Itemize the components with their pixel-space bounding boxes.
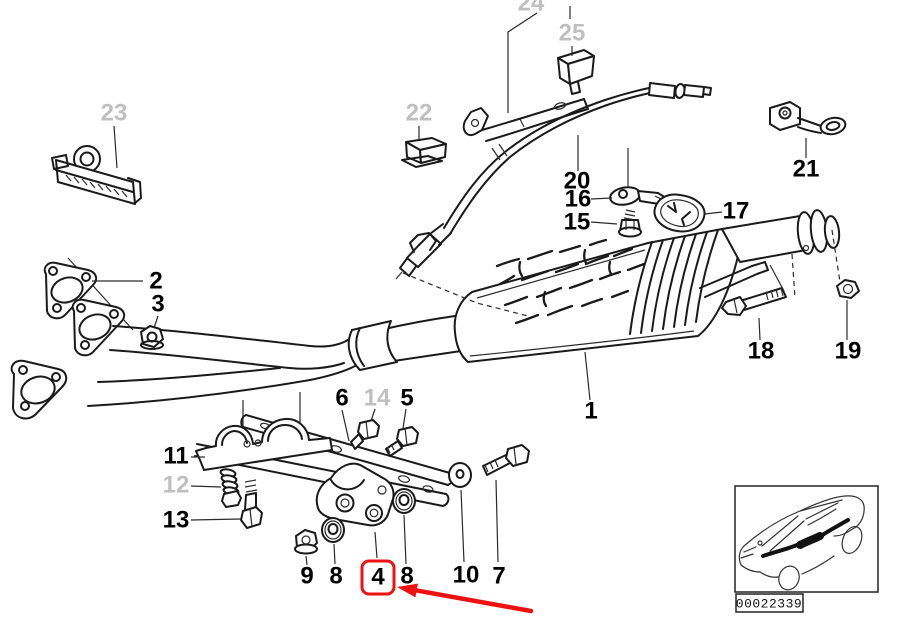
part-7-bolt-drawing xyxy=(482,444,530,476)
highlighted-exhaust-path xyxy=(761,518,850,558)
part-label-8a: 8 xyxy=(329,562,342,589)
part-label-25: 25 xyxy=(559,19,586,46)
part-12-screw-drawing xyxy=(219,468,242,508)
part-label-16: 16 xyxy=(565,185,592,212)
part-label-10: 10 xyxy=(453,561,480,588)
part-label-7: 7 xyxy=(492,562,505,589)
strap-and-clips-drawing xyxy=(401,49,595,168)
part-18-bolt-drawing xyxy=(721,264,787,316)
part-21-bracket-drawing xyxy=(769,101,847,136)
part-14-bolt-drawing xyxy=(350,419,380,450)
highlight-arrow-head xyxy=(397,583,418,598)
part-label-24: 24 xyxy=(518,0,545,16)
doc-number-box xyxy=(735,593,804,613)
part-10-washer-drawing xyxy=(448,462,472,488)
muffler-drawing xyxy=(453,209,841,363)
part-label-11: 11 xyxy=(163,442,188,469)
part-label-22: 22 xyxy=(406,99,433,126)
corrugated-shield xyxy=(629,229,719,335)
part-label-12: 12 xyxy=(163,471,190,498)
oxygen-sensor-cable-drawing xyxy=(395,82,712,280)
part-label-23: 23 xyxy=(101,99,128,126)
part-label-1: 1 xyxy=(584,397,597,424)
part-19-nut-drawing xyxy=(836,279,860,299)
part-15-screw-drawing xyxy=(618,209,642,238)
highlight-arrow-shaft xyxy=(408,587,534,614)
car-sketch xyxy=(738,495,865,591)
heat-shield-slots xyxy=(495,238,646,325)
part-label-5: 5 xyxy=(400,384,413,411)
part-label-20: 20 xyxy=(564,167,591,194)
part-label-17: 17 xyxy=(723,197,750,224)
part-17-rubber-mount-drawing xyxy=(653,193,706,233)
part-label-18: 18 xyxy=(748,337,775,364)
part-23-clamp-drawing xyxy=(51,145,142,205)
part-label-8b: 8 xyxy=(400,562,413,589)
part-8-washer-right-drawing xyxy=(392,488,416,514)
part-label-13: 13 xyxy=(163,506,190,533)
part-label-9: 9 xyxy=(300,562,313,589)
highlight-box xyxy=(360,559,396,596)
leader-lines xyxy=(92,6,848,566)
part-label-3: 3 xyxy=(151,290,164,317)
part-4-holder-drawing xyxy=(315,462,395,527)
part-label-15: 15 xyxy=(564,208,591,235)
part-label-2: 2 xyxy=(149,267,162,294)
part-label-4: 4 xyxy=(371,563,385,590)
part-13-bolt-drawing xyxy=(240,479,263,529)
part-label-14: 14 xyxy=(364,384,391,411)
doc-number: 00022339 xyxy=(736,596,802,611)
part-label-6: 6 xyxy=(335,384,348,411)
part-8-washer-left-drawing xyxy=(321,517,345,543)
bottom-bracket-assembly-drawing xyxy=(194,392,530,555)
part-9-nut-drawing xyxy=(294,529,318,555)
part-label-19: 19 xyxy=(835,337,862,364)
highlight-annotation xyxy=(360,559,534,614)
part-5-bolt-drawing xyxy=(385,426,419,457)
front-pipe-and-flanges-drawing xyxy=(10,257,462,420)
car-locator-thumbnail: 00022339 xyxy=(734,485,879,613)
part-label-21: 21 xyxy=(793,155,820,182)
